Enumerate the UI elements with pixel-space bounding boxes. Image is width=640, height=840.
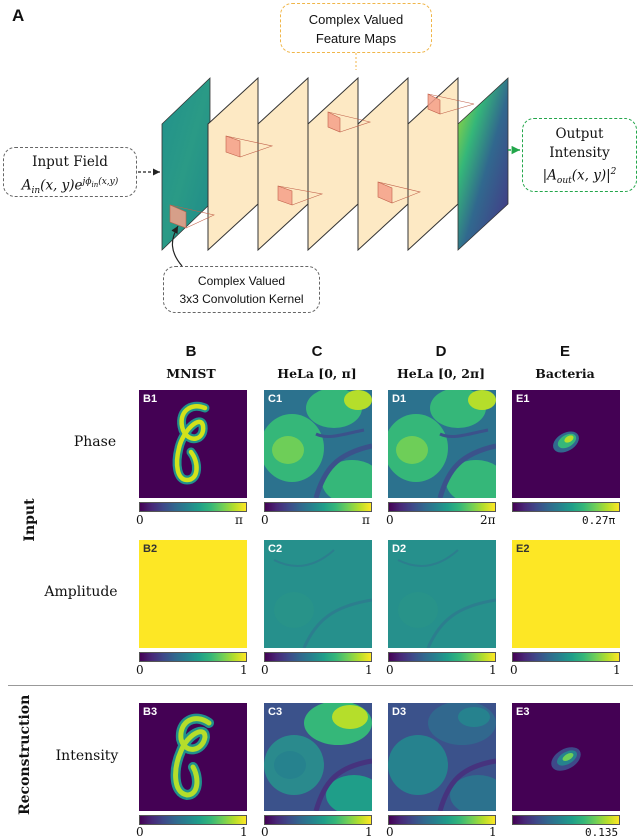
tick-e-amp-min: 0 (510, 663, 518, 677)
panel-e2-bacteria-amplitude: E2 (512, 540, 620, 648)
side-label-reconstruction: Reconstruction (17, 694, 33, 815)
input-field-formula: Ain(x, y)ejϕin(x,y) (21, 177, 119, 197)
column-title-bacteria: Bacteria (535, 366, 595, 381)
panel-d3-hela-2pi-intensity: D3 (388, 703, 496, 811)
tick-c-phase-max: π (362, 513, 370, 527)
panel-b1-mnist-phase: B1 (139, 390, 247, 498)
kernel-pyramids (169, 93, 475, 229)
section-divider (8, 685, 633, 686)
column-title-hela-2pi: HeLa [0, 2π] (396, 366, 486, 381)
panel-tag-d1: D1 (392, 393, 407, 405)
feature-map-4 (357, 76, 409, 252)
tick-d-amp-max: 1 (489, 663, 497, 677)
panel-c1-hela-pi-phase: C1 (264, 390, 372, 498)
feature-maps-label-line1: Complex Valued (308, 12, 404, 27)
panel-b2-mnist-amplitude: B2 (139, 540, 247, 648)
colorbar-d-intensity (388, 815, 496, 825)
column-letter-b: B (185, 343, 197, 360)
panel-tag-d2: D2 (392, 543, 407, 555)
tick-d-int-min: 0 (386, 825, 394, 839)
side-label-input: Input (22, 498, 38, 542)
panel-tag-e2: E2 (516, 543, 530, 555)
panel-d1-hela-2pi-phase: D1 (388, 390, 496, 498)
tick-c-phase-min: 0 (261, 513, 269, 527)
row-label-phase: Phase (73, 434, 117, 450)
tick-c-amp-min: 0 (261, 663, 269, 677)
colorbar-c-amplitude (264, 652, 372, 662)
panel-tag-c2: C2 (268, 543, 283, 555)
panel-tag-d3: D3 (392, 706, 407, 718)
panel-e1-bacteria-phase: E1 (512, 390, 620, 498)
input-field-box: Input Field Ain(x, y)ejϕin(x,y) (3, 147, 137, 197)
tick-b-int-max: 1 (240, 825, 248, 839)
tick-b-phase-min: 0 (136, 513, 144, 527)
tick-d-int-max: 1 (489, 825, 497, 839)
tick-c-int-min: 0 (261, 825, 269, 839)
tick-b-phase-max: π (235, 513, 243, 527)
colorbar-b-intensity (139, 815, 247, 825)
tick-e-int-max: 0.135 (585, 826, 619, 839)
feature-maps-label-box: Complex Valued Feature Maps (280, 3, 432, 53)
tick-c-amp-max: 1 (365, 663, 373, 677)
colorbar-e-amplitude (512, 652, 620, 662)
panel-e3-bacteria-intensity: E3 (512, 703, 620, 811)
output-intensity-box: Output Intensity |Aout(x, y)|2 (522, 118, 637, 192)
column-letter-e: E (559, 343, 570, 360)
panel-d2-hela-2pi-amplitude: D2 (388, 540, 496, 648)
feature-map-3 (307, 76, 359, 252)
tick-d-phase-max: 2π (480, 513, 496, 527)
input-field-line1: Input Field (32, 154, 108, 170)
colorbar-c-intensity (264, 815, 372, 825)
output-slab (457, 77, 509, 251)
tick-d-phase-min: 0 (386, 513, 394, 527)
panel-tag-b2: B2 (143, 543, 158, 555)
feature-maps-label-line2: Feature Maps (315, 31, 397, 46)
kernel-label-box: Complex Valued 3x3 Convolution Kernel (163, 266, 320, 313)
colorbar-d-amplitude (388, 652, 496, 662)
colorbar-e-phase (512, 502, 620, 512)
tick-b-amp-max: 1 (240, 663, 248, 677)
panel-b3-mnist-intensity: B3 (139, 703, 247, 811)
tick-e-phase-max: 0.27π (582, 514, 616, 527)
feature-map-1 (207, 76, 259, 252)
panel-tag-c1: C1 (268, 393, 283, 405)
column-letter-c: C (311, 343, 323, 360)
tick-c-int-max: 1 (365, 825, 373, 839)
output-formula: |Aout(x, y)|2 (542, 167, 617, 187)
tick-e-amp-max: 1 (613, 663, 621, 677)
architecture-diagram (138, 53, 520, 267)
output-line1: Output (555, 126, 604, 142)
panel-c3-hela-pi-intensity: C3 (264, 703, 372, 811)
column-letter-d: D (435, 343, 447, 360)
colorbar-e-intensity (512, 815, 620, 825)
panel-c2-hela-pi-amplitude: C2 (264, 540, 372, 648)
colorbar-b-amplitude (139, 652, 247, 662)
panel-tag-b1: B1 (143, 393, 158, 405)
panel-tag-b3: B3 (143, 706, 158, 718)
colorbar-d-phase (388, 502, 496, 512)
colorbar-b-phase (139, 502, 247, 512)
column-title-mnist: MNIST (166, 366, 216, 381)
feature-map-2 (257, 76, 309, 252)
colorbar-c-phase (264, 502, 372, 512)
tick-b-int-min: 0 (136, 825, 144, 839)
row-label-amplitude: Amplitude (44, 584, 118, 600)
kernel-label-line1: Complex Valued (197, 274, 286, 288)
row-label-intensity: Intensity (55, 748, 119, 764)
output-line2: Intensity (549, 145, 610, 161)
panel-letter-a: A (12, 6, 25, 25)
panel-tag-e3: E3 (516, 706, 530, 718)
panel-tag-c3: C3 (268, 706, 283, 718)
panel-tag-e1: E1 (516, 393, 530, 405)
kernel-label-line2: 3x3 Convolution Kernel (179, 292, 304, 306)
column-title-hela-pi: HeLa [0, π] (277, 366, 357, 381)
tick-d-amp-min: 0 (386, 663, 394, 677)
tick-b-amp-min: 0 (136, 663, 144, 677)
